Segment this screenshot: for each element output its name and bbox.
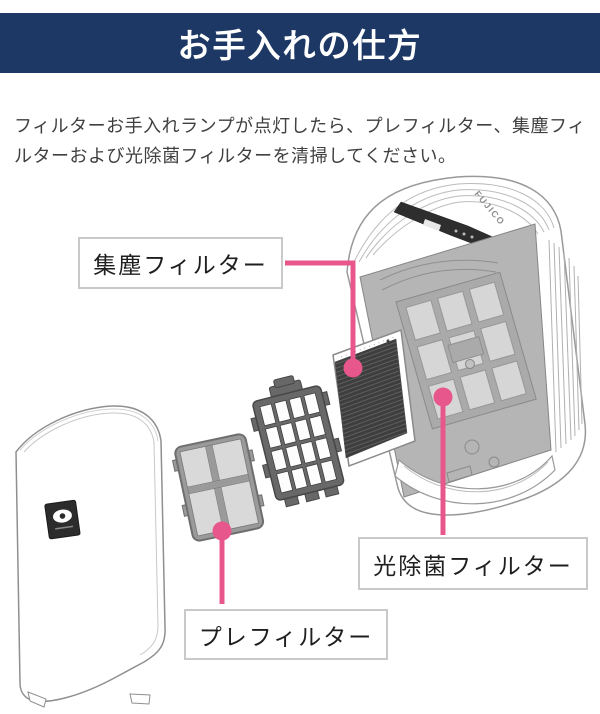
side-ribs xyxy=(548,239,583,453)
filter-compartment xyxy=(395,271,537,430)
callout-leaders xyxy=(212,260,453,604)
panel-badge xyxy=(44,499,81,540)
label-pre-filter: プレフィルター xyxy=(184,609,388,660)
vent-hole-small xyxy=(488,456,500,468)
page-title: お手入れの仕方 xyxy=(177,27,423,64)
latch-detail xyxy=(446,465,473,483)
dust-filter-leader-dot xyxy=(343,358,363,378)
label-dust-filter: 集塵フィルター xyxy=(78,237,283,289)
front-panel-illustration xyxy=(15,405,166,708)
dust-filter-illustration xyxy=(332,328,416,468)
label-photo-sterilization-filter: 光除菌フィルター xyxy=(358,537,588,590)
pre-filter-leader-dot xyxy=(212,521,232,541)
intro-paragraph: フィルターお手入れランプが点灯したら、プレフィルター、集塵フィルターおよび光除菌… xyxy=(14,116,586,166)
base-curve xyxy=(394,454,556,505)
vent-hole xyxy=(464,439,480,455)
purifier-body-illustration: FUJICO xyxy=(346,175,587,516)
handle-recess xyxy=(379,259,499,291)
photo-filter-leader-dot xyxy=(433,387,453,407)
filter-frame-illustration xyxy=(250,375,345,508)
page-header: お手入れの仕方 xyxy=(0,13,600,73)
top-ribs xyxy=(351,182,555,267)
dust-filter-leader-line xyxy=(285,260,356,366)
pre-filter-illustration xyxy=(171,433,265,542)
